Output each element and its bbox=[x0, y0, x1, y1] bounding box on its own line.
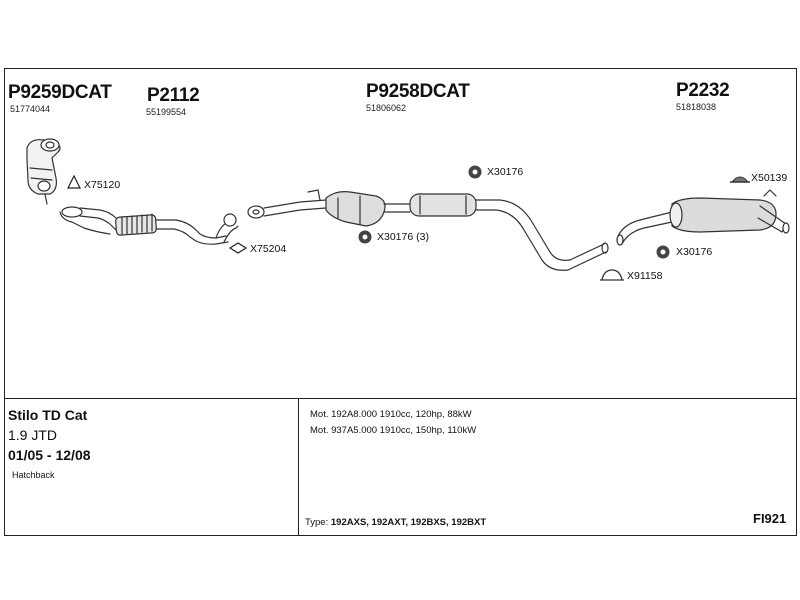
vehicle-years: 01/05 - 12/08 bbox=[8, 447, 91, 463]
part-ref-1: 51774044 bbox=[10, 104, 51, 114]
rubber-mount-icon bbox=[468, 165, 482, 179]
middle-section-catalyst bbox=[247, 189, 609, 271]
front-pipe-flex bbox=[59, 206, 239, 245]
gasket-diamond-icon bbox=[228, 242, 248, 254]
rubber-mount-icon bbox=[656, 245, 670, 259]
fitting-label-x75204: X75204 bbox=[250, 243, 287, 255]
gasket-triangle-icon bbox=[67, 174, 81, 189]
diagram-code: FI921 bbox=[753, 511, 787, 526]
vehicle-body-type: Hatchback bbox=[12, 470, 55, 480]
vehicle-model: Stilo TD Cat bbox=[8, 407, 88, 423]
part-number-2: P2112 bbox=[147, 85, 200, 106]
rubber-mount-icon bbox=[358, 230, 372, 244]
vehicle-engine: 1.9 JTD bbox=[8, 427, 58, 443]
motor-line-1: Mot. 192A8.000 1910cc, 120hp, 88kW bbox=[310, 409, 472, 420]
fitting-label-x30176-right: X30176 bbox=[676, 246, 713, 258]
type-codes: 192AXS, 192AXT, 192BXS, 192BXT bbox=[330, 517, 487, 528]
type-label: Type: bbox=[305, 517, 329, 528]
part-number-4: P2232 bbox=[676, 80, 730, 101]
type-line: Type: 192AXS, 192AXT, 192BXS, 192BXT bbox=[305, 517, 486, 528]
part-ref-4: 51818038 bbox=[676, 102, 717, 112]
rear-silencer bbox=[616, 189, 790, 246]
part-ref-2: 55199554 bbox=[146, 107, 187, 117]
front-downpipe-catalyst bbox=[26, 138, 61, 205]
fitting-label-x91158: X91158 bbox=[627, 270, 663, 282]
fitting-label-x75120: X75120 bbox=[84, 179, 121, 191]
part-number-1: P9259DCAT bbox=[8, 82, 112, 103]
fitting-label-x50139: X50139 bbox=[751, 172, 788, 184]
part-ref-3: 51806062 bbox=[366, 103, 407, 113]
motor-line-2: Mot. 937A5.000 1910cc, 150hp, 110kW bbox=[310, 425, 477, 436]
horizontal-divider bbox=[4, 398, 797, 399]
fitting-label-x30176-top: X30176 bbox=[487, 166, 524, 178]
fitting-label-x30176-mid: X30176 (3) bbox=[377, 231, 429, 243]
vertical-divider bbox=[298, 398, 299, 536]
diagram-frame bbox=[4, 68, 797, 536]
u-clamp-icon bbox=[600, 269, 624, 281]
part-number-3: P9258DCAT bbox=[366, 81, 470, 102]
clamp-icon bbox=[730, 176, 750, 183]
